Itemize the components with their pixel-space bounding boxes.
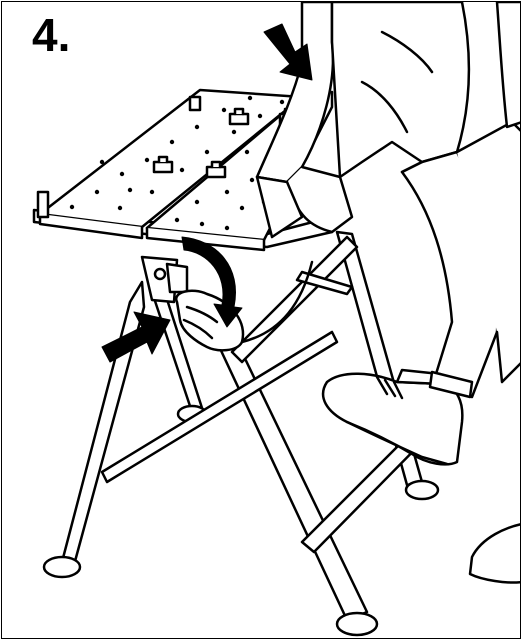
instruction-panel: 4. [1,1,521,639]
workbench-illustration [2,2,521,639]
